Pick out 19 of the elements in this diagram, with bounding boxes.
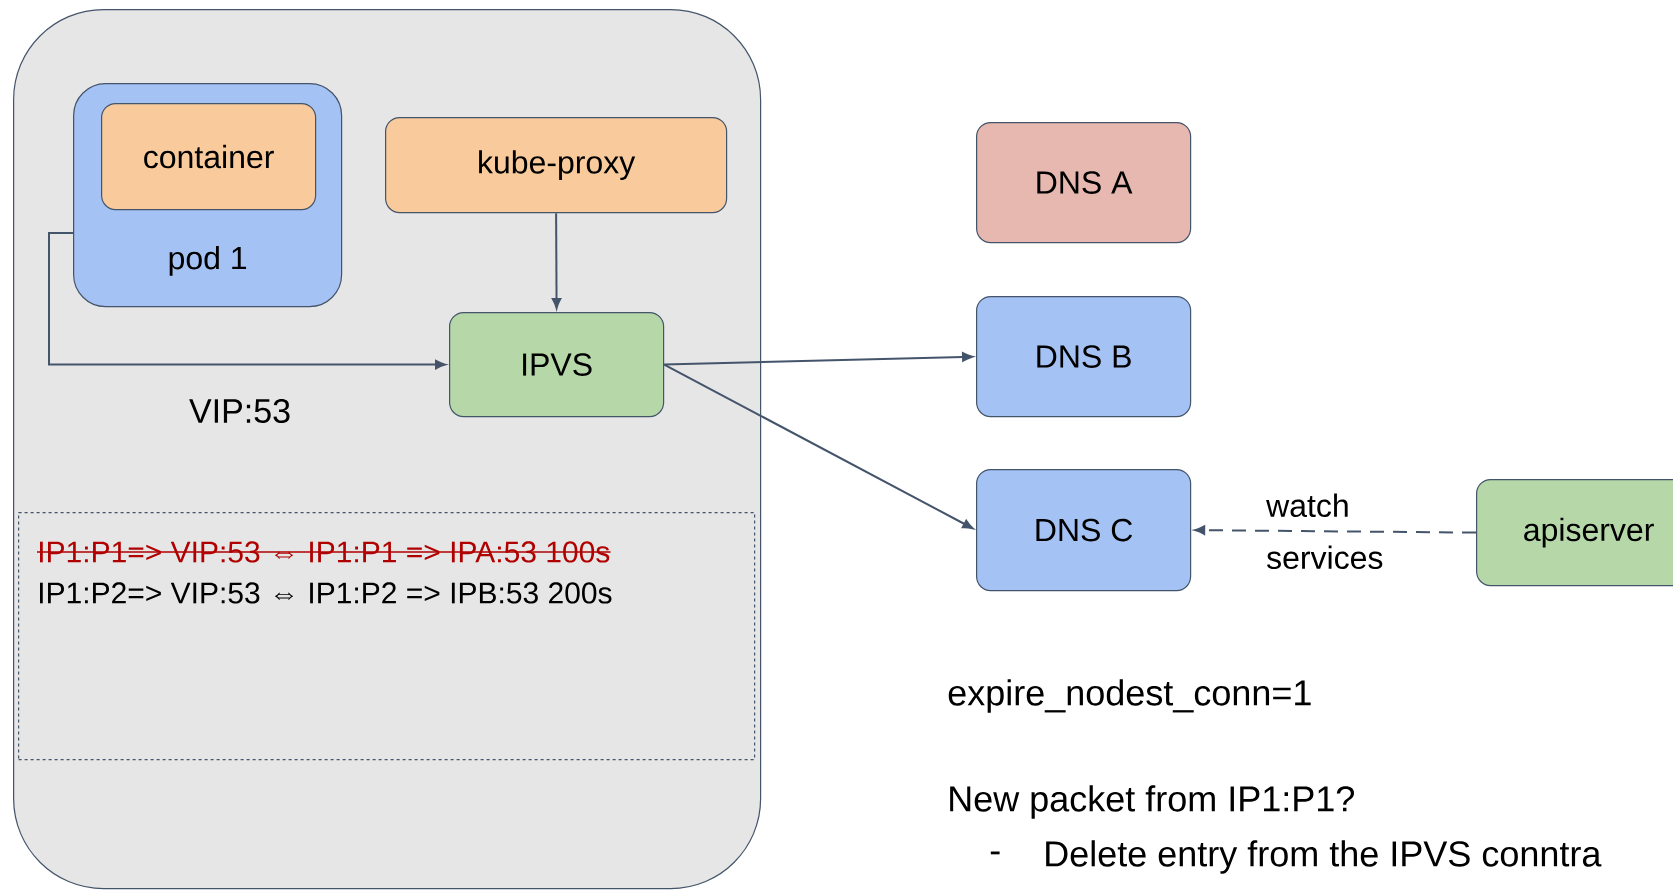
arrow bbox=[551, 212, 562, 310]
note-text: New packet from IP1:P1? bbox=[950, 785, 1354, 819]
arrow bbox=[1194, 525, 1477, 535]
server-box: apiserver bbox=[1476, 479, 1673, 587]
edge-label: watch services bbox=[1266, 493, 1383, 570]
server-box: DNS A bbox=[976, 122, 1192, 244]
process-box: IPVS bbox=[449, 312, 665, 418]
arrow bbox=[663, 352, 974, 366]
note-text: Delete entry from the IPVS conntra bbox=[1046, 840, 1602, 874]
server-box: DNS C bbox=[976, 469, 1192, 592]
table-row: IP1:P2=> VIP:53 ⇔ IP1:P2 => IPB:53 200s bbox=[40, 582, 612, 604]
address-label: VIP:53 bbox=[189, 398, 290, 424]
note-text: expire_nodest_conn=1 bbox=[948, 679, 1311, 713]
process-box: kube-proxy bbox=[385, 117, 728, 214]
bullet-dash: - bbox=[990, 851, 1000, 855]
arrow bbox=[663, 363, 974, 530]
arrow bbox=[48, 232, 447, 370]
container-box: container bbox=[101, 103, 317, 211]
server-box: DNS B bbox=[976, 296, 1192, 418]
